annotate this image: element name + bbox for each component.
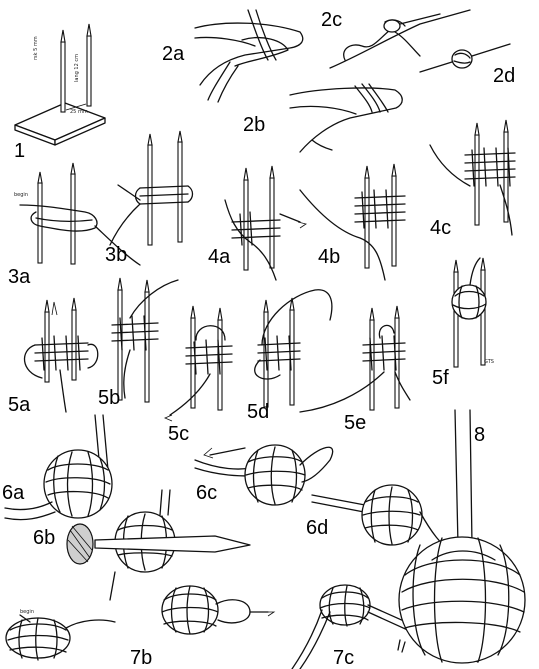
step-label-2a: 2a [162,43,185,65]
step-label-7b: 7b [130,647,153,669]
step-label-2d: 2d [493,65,516,87]
step-label-5d: 5d [247,401,270,423]
step-2d-drawing [419,43,511,73]
begin-label-3a: begin [14,192,28,198]
step-2a-drawing [194,9,304,103]
step-label-2b: 2b [243,114,266,136]
begin-label-7: begin [20,609,34,615]
step-label-2c: 2c [321,9,343,31]
step-5d-drawing [254,289,333,408]
step-6a-drawing [4,414,113,521]
step-6b-drawing [66,489,251,601]
step-8-drawing [398,409,526,664]
step-5b-drawing [111,277,179,403]
jig-dim-top: rsk 5 mm [33,36,39,60]
step-label-6b: 6b [33,527,56,549]
step-label-6d: 6d [306,517,329,539]
step-label-1: 1 [14,140,26,162]
step-label-8: 8 [474,424,486,446]
step-label-4c: 4c [430,217,452,239]
step-label-6a: 6a [2,482,25,504]
step-7b-drawing [161,585,269,635]
step-label-7c: 7c [333,647,355,669]
step-5f-drawing [451,257,487,368]
step-label-5e: 5e [344,412,367,434]
step-label-3b: 3b [105,244,128,266]
direction-arrows [51,221,307,617]
step-5c-drawing [169,305,233,416]
step-4c-drawing [429,119,516,236]
step-6c-drawing [194,444,334,506]
step-label-5f: 5f [432,367,449,389]
step-label-4a: 4a [208,246,231,268]
jig-drawing [14,23,106,146]
step-3b-drawing [109,130,194,246]
jig-dim-height: lang 12 cm [74,54,80,82]
step-2b-drawing [289,83,403,153]
step-label-4b: 4b [318,246,341,268]
step-5a-drawing [23,297,99,413]
step-7a-drawing [5,614,116,661]
step-label-5b: 5b [98,387,121,409]
step-5e-drawing [299,305,411,413]
step-label-5c: 5c [168,423,190,445]
step-4b-drawing [299,163,406,281]
step-6d-drawing [311,484,461,561]
jig-dim-spacing: 25 mm [70,109,88,115]
step-label-5a: 5a [8,394,31,416]
step-label-6c: 6c [196,482,218,504]
artist-signature: GTS [484,359,494,365]
step-4a-drawing [224,165,301,281]
step-3a-drawing [19,162,141,266]
step-2c-drawing [329,9,471,69]
step-label-3a: 3a [8,266,31,288]
